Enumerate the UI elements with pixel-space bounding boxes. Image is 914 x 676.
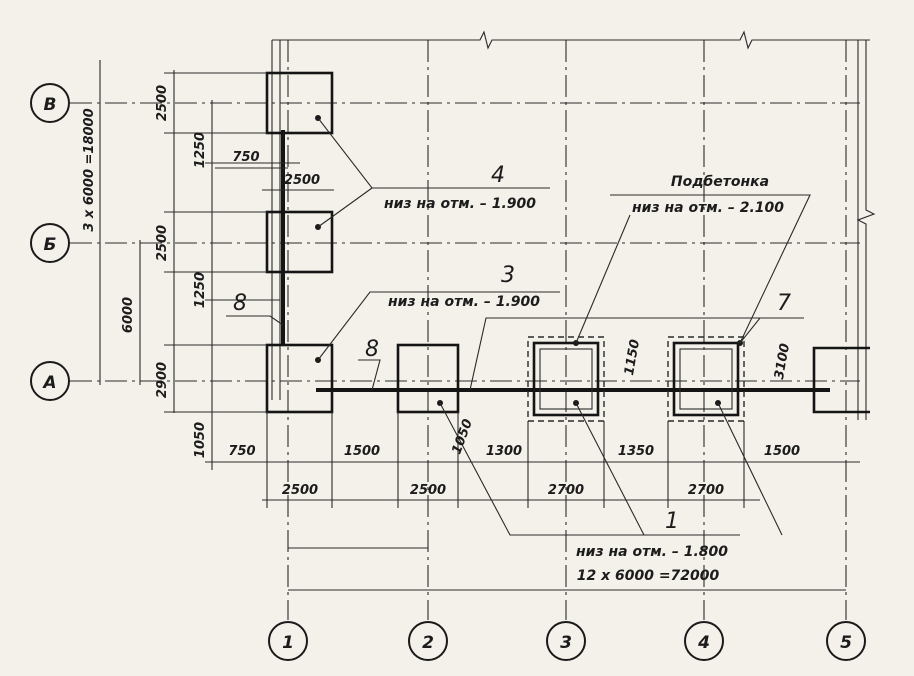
footing-a4-inner bbox=[679, 348, 733, 410]
leader-lines bbox=[226, 117, 811, 536]
dimension-lines bbox=[99, 60, 860, 591]
axis-label-5: 5 bbox=[840, 633, 852, 653]
callout-8a: 8 bbox=[233, 291, 247, 316]
dim-w1: 2500 bbox=[282, 483, 318, 498]
callout-4-text: низ на отм. – 1.900 bbox=[384, 196, 536, 212]
axis-label-a: А bbox=[41, 373, 56, 393]
leader-4 bbox=[317, 117, 550, 189]
leader-1c bbox=[717, 402, 783, 536]
axis-bubble-b bbox=[30, 223, 70, 263]
top-edge-break bbox=[272, 30, 870, 50]
axis-lines bbox=[70, 40, 860, 620]
callout-1: 1 bbox=[665, 509, 679, 534]
axis-bubble-v bbox=[30, 83, 70, 123]
leader-7b bbox=[469, 317, 760, 391]
footing-a2 bbox=[396, 343, 460, 414]
dim-a-750: 750 bbox=[228, 444, 255, 459]
callout-3: 3 bbox=[501, 263, 515, 288]
callout-3-text: низ на отм. – 1.900 bbox=[388, 294, 540, 310]
axis-bubble-2 bbox=[408, 621, 448, 661]
leader-concrete-b bbox=[610, 194, 811, 344]
callout-4: 4 bbox=[491, 163, 505, 188]
dim-v-2500: 2500 bbox=[155, 85, 170, 121]
dim-a-1350: 1350 bbox=[618, 444, 654, 459]
axis-label-4: 4 bbox=[697, 633, 710, 653]
leader-3 bbox=[317, 291, 560, 361]
concrete-pad-4 bbox=[667, 336, 745, 422]
right-edge-break bbox=[856, 40, 876, 420]
footing-a1 bbox=[265, 343, 334, 414]
dim-b-1250: 1250 bbox=[193, 272, 208, 308]
leader-8a bbox=[226, 315, 284, 326]
dimension-texts: 3 x 6000 =18000 6000 2500 1250 750 2500 … bbox=[82, 85, 800, 584]
dim-v-750: 750 bbox=[232, 150, 259, 165]
callout-concrete-title: Подбетонка bbox=[671, 174, 769, 190]
axis-bubble-4 bbox=[684, 621, 724, 661]
dim-a-1500: 1500 bbox=[344, 444, 380, 459]
axis-bubble-a bbox=[30, 361, 70, 401]
dim-a-1300: 1300 bbox=[486, 444, 522, 459]
axis-label-v: В bbox=[44, 95, 57, 115]
dim-row-ab: 6000 bbox=[121, 297, 136, 333]
footing-v1 bbox=[265, 71, 334, 135]
leader-8b bbox=[358, 359, 381, 391]
dim-a-1050: 1050 bbox=[193, 422, 208, 458]
axis-bubbles: В Б А 1 2 3 4 5 bbox=[30, 83, 866, 661]
callout-texts: 4 низ на отм. – 1.900 3 низ на отм. – 1.… bbox=[233, 163, 791, 560]
callout-concrete-text: низ на отм. – 2.100 bbox=[632, 200, 784, 216]
callout-8b: 8 bbox=[365, 337, 379, 362]
footing-a3 bbox=[532, 341, 600, 417]
dim-total-h: 12 x 6000 =72000 bbox=[577, 568, 720, 584]
footing-b1 bbox=[265, 210, 334, 274]
footings bbox=[265, 71, 870, 422]
dim-b-2500: 2500 bbox=[155, 225, 170, 261]
dim-w4: 2700 bbox=[688, 483, 724, 498]
dim-w2: 2500 bbox=[410, 483, 446, 498]
tie-beams bbox=[281, 130, 830, 392]
building-outline bbox=[271, 30, 876, 420]
dim-w3: 2700 bbox=[548, 483, 584, 498]
footing-a5 bbox=[812, 346, 870, 414]
dim-a-3100: 3100 bbox=[772, 342, 793, 380]
leader-1b bbox=[575, 402, 645, 536]
axis-bubble-5 bbox=[826, 621, 866, 661]
axis-label-3: 3 bbox=[560, 633, 572, 653]
dim-a-1500b: 1500 bbox=[764, 444, 800, 459]
leader-concrete-a bbox=[575, 214, 631, 344]
footing-a4 bbox=[672, 341, 740, 417]
axis-label-1: 1 bbox=[282, 633, 294, 653]
dim-v-1250: 1250 bbox=[193, 132, 208, 168]
dim-a-2900: 2900 bbox=[155, 362, 170, 398]
axis-label-b: Б bbox=[44, 235, 57, 255]
callout-7: 7 bbox=[777, 291, 791, 316]
axis-bubble-1 bbox=[268, 621, 308, 661]
dim-v-width: 2500 bbox=[284, 173, 320, 188]
dim-a-1050b: 1050 bbox=[449, 417, 475, 456]
leader-4b bbox=[317, 187, 373, 228]
dim-a-1150: 1150 bbox=[622, 338, 643, 376]
axis-label-2: 2 bbox=[422, 633, 434, 653]
axis-bubble-3 bbox=[546, 621, 586, 661]
leader-1a bbox=[439, 402, 740, 536]
dim-total-v: 3 x 6000 =18000 bbox=[82, 108, 97, 231]
callout-1-text: низ на отм. – 1.800 bbox=[576, 544, 728, 560]
footing-a3-inner bbox=[539, 348, 593, 410]
